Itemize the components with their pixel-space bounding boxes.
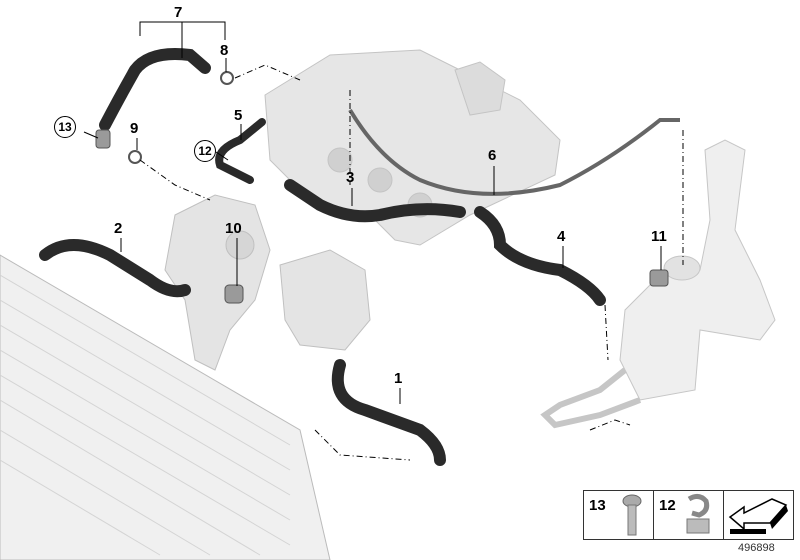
callout-11: 11 (651, 228, 667, 245)
screw-icon (622, 494, 642, 536)
callout-1: 1 (394, 370, 403, 387)
callout-4: 4 (557, 228, 566, 245)
hose-1 (331, 359, 446, 466)
line-6 (348, 108, 680, 196)
callout-6: 6 (488, 147, 497, 164)
parts-legend: 13 12 (583, 490, 794, 540)
hoses (39, 48, 606, 466)
screw-13 (95, 129, 111, 149)
expansion-tank (540, 139, 776, 429)
image-number: 496898 (738, 542, 775, 554)
part-10 (224, 284, 244, 304)
legend-label-13: 13 (589, 497, 606, 514)
callout-12: 12 (194, 140, 216, 162)
ring-8 (220, 71, 234, 85)
callout-3: 3 (346, 169, 355, 186)
radiator (0, 254, 331, 560)
part-11 (649, 269, 669, 287)
callout-5: 5 (234, 107, 243, 124)
legend-label-12: 12 (659, 497, 676, 514)
ring-9 (128, 150, 142, 164)
hose-2 (39, 239, 191, 298)
hose-7 (99, 48, 211, 131)
callout-2: 2 (114, 220, 123, 237)
hose-4 (474, 206, 606, 306)
clip-icon (686, 493, 710, 534)
callout-13: 13 (54, 116, 76, 138)
callout-8: 8 (220, 42, 229, 59)
hose-5 (215, 118, 266, 184)
legend-arrow (724, 491, 793, 539)
callout-9: 9 (130, 120, 139, 137)
hose-3 (284, 179, 466, 223)
legend-screw: 13 (584, 491, 654, 539)
callout-10: 10 (225, 220, 242, 237)
arrow-icon (728, 498, 788, 534)
callout-7: 7 (174, 4, 183, 21)
legend-clip: 12 (654, 491, 724, 539)
pump-housing (164, 194, 371, 371)
cylinder-head (264, 49, 561, 246)
